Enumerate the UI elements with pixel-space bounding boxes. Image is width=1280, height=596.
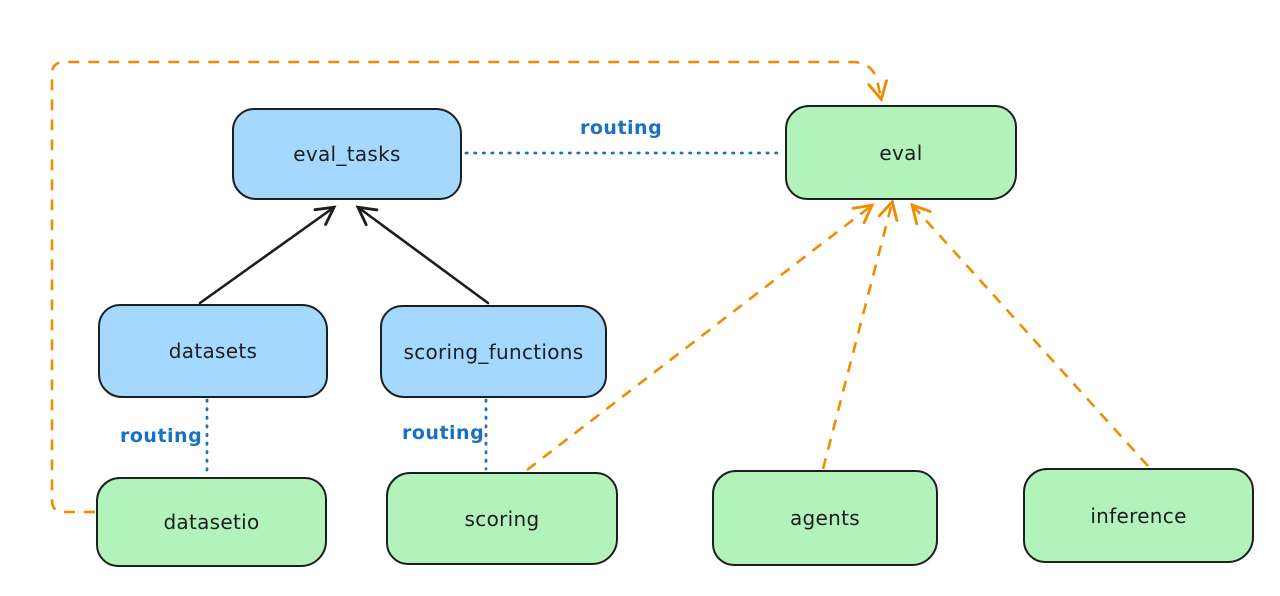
node-eval: eval bbox=[785, 105, 1017, 200]
node-label: eval_tasks bbox=[293, 142, 401, 166]
node-agents: agents bbox=[712, 470, 938, 566]
routing-label-eval-tasks-eval: routing bbox=[580, 117, 663, 139]
node-label: datasetio bbox=[163, 510, 260, 534]
edge-scoring-functions-to-eval-tasks-arrow bbox=[355, 205, 490, 305]
node-label: agents bbox=[790, 506, 860, 530]
node-label: inference bbox=[1090, 503, 1187, 528]
routing-label-scoring-functions-scoring: routing bbox=[402, 422, 485, 444]
routing-label-datasets-datasetio: routing bbox=[120, 425, 203, 447]
node-label: scoring_functions bbox=[403, 339, 584, 364]
node-datasetio: datasetio bbox=[96, 477, 327, 567]
node-scoring-functions: scoring_functions bbox=[380, 305, 607, 398]
edge-scoring-to-eval-arrow bbox=[526, 203, 875, 472]
node-label: datasets bbox=[168, 339, 258, 363]
edge-datasetio-to-eval-loop-arrow bbox=[50, 60, 888, 514]
node-label: eval bbox=[879, 140, 923, 165]
node-label: scoring bbox=[464, 506, 540, 531]
edge-agents-to-eval-arrow bbox=[821, 198, 899, 470]
node-scoring: scoring bbox=[386, 472, 618, 565]
node-inference: inference bbox=[1023, 468, 1254, 563]
edge-datasets-to-eval-tasks-arrow bbox=[198, 205, 337, 305]
edge-inference-to-eval-arrow bbox=[910, 202, 1149, 467]
node-eval-tasks: eval_tasks bbox=[232, 108, 462, 200]
node-datasets: datasets bbox=[98, 304, 328, 398]
